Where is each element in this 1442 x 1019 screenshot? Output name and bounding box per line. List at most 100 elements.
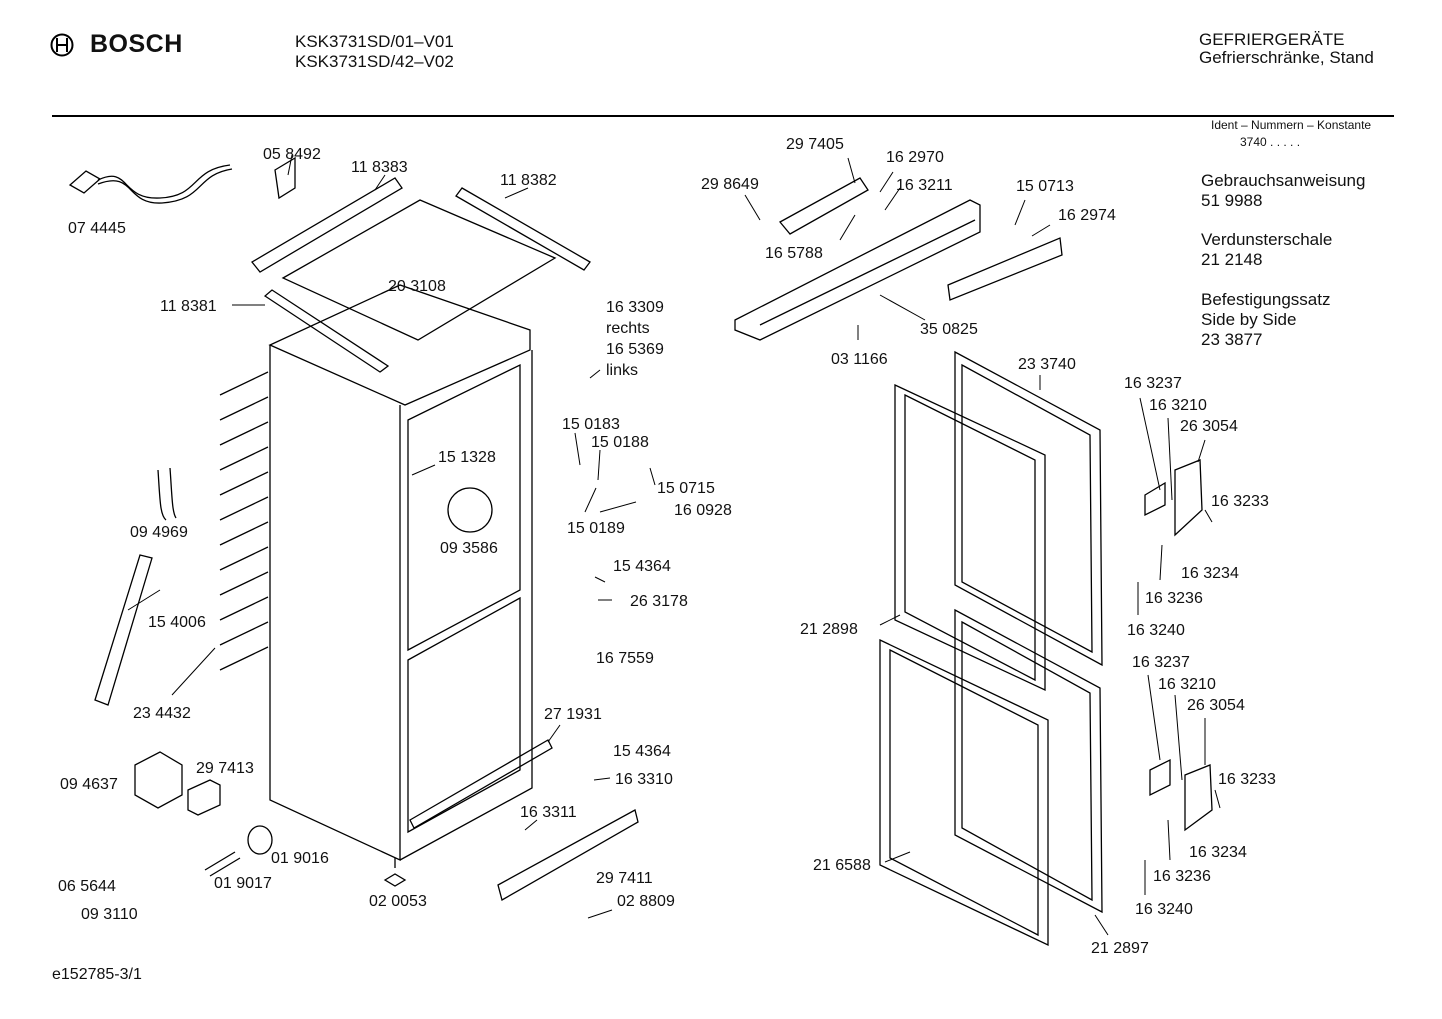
part-label: 07 4445 xyxy=(68,220,126,237)
part-label: 16 3309 xyxy=(606,299,664,316)
part-label: 02 8809 xyxy=(617,893,675,910)
category-title: GEFRIERGERÄTE xyxy=(1199,30,1345,49)
part-label: rechts xyxy=(606,320,650,337)
part-label: 16 3234 xyxy=(1181,565,1239,582)
part-label: 06 5644 xyxy=(58,878,116,895)
side-note-line: Side by Side xyxy=(1201,310,1297,329)
part-labels: 07 4445 05 8492 11 8383 11 8382 20 3108 … xyxy=(58,136,1276,957)
part-label: 16 3310 xyxy=(615,771,673,788)
part-label: 16 2974 xyxy=(1058,207,1116,224)
part-label: 16 3210 xyxy=(1158,676,1216,693)
brand-name: BOSCH xyxy=(90,30,183,58)
part-label: 15 4364 xyxy=(613,558,671,575)
part-label: 15 4364 xyxy=(613,743,671,760)
part-label: 09 4637 xyxy=(60,776,118,793)
lower-door-drawing xyxy=(954,608,1103,914)
side-note-line: 21 2148 xyxy=(1201,250,1263,269)
part-label: 27 1931 xyxy=(544,706,602,723)
bosch-logo: BOSCH xyxy=(50,30,183,59)
part-label: 26 3178 xyxy=(630,593,688,610)
part-label: 15 0188 xyxy=(591,434,649,451)
part-label: 11 8381 xyxy=(160,298,217,315)
part-label: 29 7413 xyxy=(196,760,254,777)
part-label: 02 0053 xyxy=(369,893,427,910)
part-label: 16 3240 xyxy=(1127,622,1185,639)
part-label: 16 3236 xyxy=(1153,868,1211,885)
side-note-line: 51 9988 xyxy=(1201,191,1263,210)
bosch-armature-icon xyxy=(50,33,74,56)
relay-box-drawing xyxy=(134,751,183,809)
part-label: 15 0715 xyxy=(657,480,715,497)
header-rule xyxy=(52,115,1394,117)
lower-door-gasket-drawing xyxy=(879,638,1049,947)
ident-value: 3740 . . . . . xyxy=(1240,135,1301,149)
part-label: 09 3110 xyxy=(81,906,138,923)
part-label: 16 2970 xyxy=(886,149,944,166)
part-label: 20 3108 xyxy=(388,278,446,295)
part-label: 16 5369 xyxy=(606,341,664,358)
adjustable-foot-drawing xyxy=(383,858,407,887)
ident-label: Ident – Nummern – Konstante xyxy=(1211,118,1372,132)
side-note-line: 23 3877 xyxy=(1201,330,1263,349)
part-label: 16 3233 xyxy=(1211,493,1269,510)
fuse-drawing xyxy=(204,851,241,877)
front-rail-drawing xyxy=(263,289,390,373)
model-number-2: KSK3731SD/42–V02 xyxy=(295,52,454,71)
cabinet-body-drawing xyxy=(268,284,533,862)
part-label: 03 1166 xyxy=(831,351,888,368)
top-cover-plate-drawing xyxy=(281,199,557,341)
relay-drawing xyxy=(187,779,221,816)
part-label: 35 0825 xyxy=(920,321,978,338)
control-panel-drawing xyxy=(734,199,981,341)
part-label: 16 5788 xyxy=(765,245,823,262)
part-label: 26 3054 xyxy=(1187,697,1245,714)
lower-hinge-drawing xyxy=(1149,758,1213,832)
bottom-rail-drawing xyxy=(409,739,553,829)
part-label: 29 7411 xyxy=(596,870,653,887)
control-plate-drawing xyxy=(947,237,1063,301)
part-label: 16 3234 xyxy=(1189,844,1247,861)
part-label: 23 3740 xyxy=(1018,356,1076,373)
part-label: 26 3054 xyxy=(1180,418,1238,435)
part-label: 16 3237 xyxy=(1124,375,1182,392)
part-label: 21 2898 xyxy=(800,621,858,638)
part-label: 11 8382 xyxy=(500,172,557,189)
part-label: 15 4006 xyxy=(148,614,206,631)
model-number-1: KSK3731SD/01–V01 xyxy=(295,32,454,51)
part-label: 15 1328 xyxy=(438,449,496,466)
part-label: 16 3240 xyxy=(1135,901,1193,918)
part-label: 23 4432 xyxy=(133,705,191,722)
part-label: 11 8383 xyxy=(351,159,408,176)
part-label: 16 3237 xyxy=(1132,654,1190,671)
part-label: 16 3236 xyxy=(1145,590,1203,607)
top-rail-left-drawing xyxy=(251,177,403,273)
part-label: 16 7559 xyxy=(596,650,654,667)
condenser-coil-drawing xyxy=(219,371,269,671)
part-label: 16 3233 xyxy=(1218,771,1276,788)
part-label: 15 0189 xyxy=(567,520,625,537)
part-label: 01 9016 xyxy=(271,850,329,867)
part-label: 16 0928 xyxy=(674,502,732,519)
part-label: 15 0183 xyxy=(562,416,620,433)
control-board-drawing xyxy=(778,177,869,235)
base-cover-drawing xyxy=(497,809,639,901)
part-label: 09 4969 xyxy=(130,524,188,541)
part-label: 16 3210 xyxy=(1149,397,1207,414)
leader-lines xyxy=(127,154,1221,936)
subcategory-title: Gefrierschränke, Stand xyxy=(1199,48,1374,67)
upper-door-gasket-drawing xyxy=(894,383,1046,692)
power-cord-drawing xyxy=(68,164,233,204)
part-label: 21 2897 xyxy=(1091,940,1149,957)
part-label: 29 8649 xyxy=(701,176,759,193)
side-note-title: Befestigungssatz xyxy=(1201,290,1331,309)
fuse-holder-drawing xyxy=(247,825,273,855)
part-label: 16 3211 xyxy=(896,177,953,194)
part-label: 15 0713 xyxy=(1016,178,1074,195)
footer-code: e152785-3/1 xyxy=(52,966,142,983)
part-label: links xyxy=(606,362,638,379)
upper-door-drawing xyxy=(954,350,1103,667)
part-label: 29 7405 xyxy=(786,136,844,153)
upper-hinge-drawing xyxy=(1144,459,1203,537)
bracket-drawing xyxy=(274,156,296,200)
